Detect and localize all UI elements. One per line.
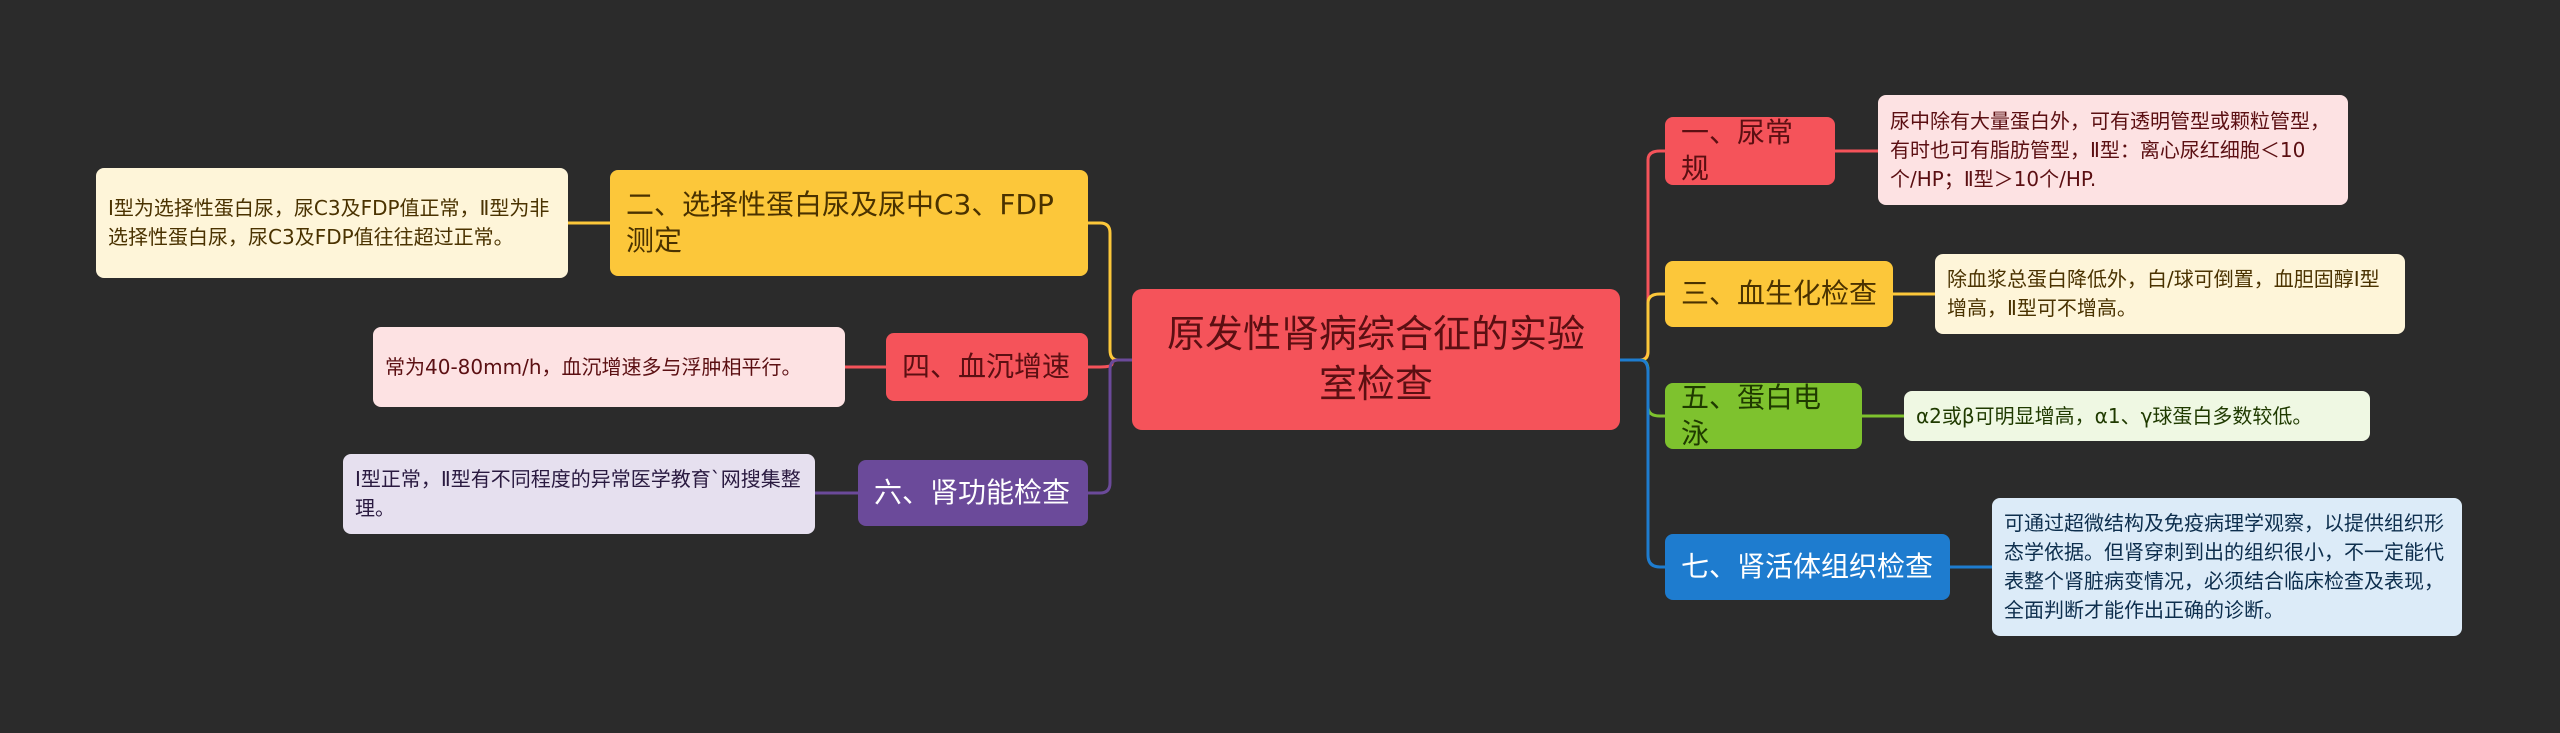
branch-renal-biopsy[interactable]: 七、肾活体组织检查 (1665, 534, 1950, 600)
branch-protein-electrophoresis[interactable]: 五、蛋白电泳 (1665, 381, 1862, 450)
root-topic-label: 原发性肾病综合征的实验室检查 (1166, 312, 1585, 406)
link-b2 (1088, 221, 1132, 362)
link-b3 (1620, 292, 1665, 362)
branch-label: 一、尿常规 (1681, 115, 1794, 185)
branch-label: 三、血生化检查 (1681, 276, 1878, 310)
branch-label: 四、血沉增速 (902, 349, 1071, 383)
branch-label: 二、选择性蛋白尿及尿中C3、FDP测定 (626, 187, 1054, 257)
link-b1 (1620, 149, 1665, 362)
note-renal-biopsy[interactable]: 可通过超微结构及免疫病理学观察，以提供组织形态学依据。但肾穿刺到出的组织很小，不… (1992, 498, 2462, 636)
branch-esr[interactable]: 四、血沉增速 (886, 333, 1088, 401)
note-esr[interactable]: 常为40-80mm/h，血沉增速多与浮肿相平行。 (373, 327, 845, 407)
note-protein-electrophoresis[interactable]: α2或β可明显增高，α1、γ球蛋白多数较低。 (1904, 391, 2370, 441)
link-b6 (1088, 358, 1132, 495)
note-text: α2或β可明显增高，α1、γ球蛋白多数较低。 (1916, 403, 2313, 428)
note-selective-proteinuria[interactable]: Ⅰ型为选择性蛋白尿，尿C3及FDP值正常，Ⅱ型为非选择性蛋白尿，尿C3及FDP值… (96, 168, 568, 278)
note-text: 常为40-80mm/h，血沉增速多与浮肿相平行。 (385, 354, 802, 379)
branch-selective-proteinuria[interactable]: 二、选择性蛋白尿及尿中C3、FDP测定 (610, 170, 1088, 276)
note-blood-biochemistry[interactable]: 除血浆总蛋白降低外，白/球可倒置，血胆固醇Ⅰ型增高，Ⅱ型可不增高。 (1935, 254, 2405, 334)
branch-label: 六、肾功能检查 (874, 475, 1071, 509)
link-b5 (1620, 358, 1665, 418)
note-text: 可通过超微结构及免疫病理学观察，以提供组织形态学依据。但肾穿刺到出的组织很小，不… (2004, 511, 2444, 622)
note-text: Ⅰ型为选择性蛋白尿，尿C3及FDP值正常，Ⅱ型为非选择性蛋白尿，尿C3及FDP值… (108, 196, 550, 249)
note-text: 尿中除有大量蛋白外，可有透明管型或颗粒管型，有时也可有脂肪管型，Ⅱ型：离心尿红细… (1890, 108, 2330, 191)
note-text: 除血浆总蛋白降低外，白/球可倒置，血胆固醇Ⅰ型增高，Ⅱ型可不增高。 (1947, 267, 2380, 320)
branch-renal-function[interactable]: 六、肾功能检查 (858, 460, 1088, 526)
root-topic[interactable]: 原发性肾病综合征的实验室检查 (1132, 289, 1620, 430)
note-text: Ⅰ型正常，Ⅱ型有不同程度的异常医学教育`网搜集整理。 (355, 467, 801, 520)
branch-urine-routine[interactable]: 一、尿常规 (1665, 115, 1835, 185)
note-urine-routine[interactable]: 尿中除有大量蛋白外，可有透明管型或颗粒管型，有时也可有脂肪管型，Ⅱ型：离心尿红细… (1878, 95, 2348, 205)
link-b7 (1620, 358, 1665, 569)
branch-label: 五、蛋白电泳 (1681, 380, 1822, 450)
branch-blood-biochemistry[interactable]: 三、血生化检查 (1665, 261, 1893, 327)
note-renal-function[interactable]: Ⅰ型正常，Ⅱ型有不同程度的异常医学教育`网搜集整理。 (343, 454, 815, 534)
branch-label: 七、肾活体组织检查 (1681, 549, 1934, 583)
